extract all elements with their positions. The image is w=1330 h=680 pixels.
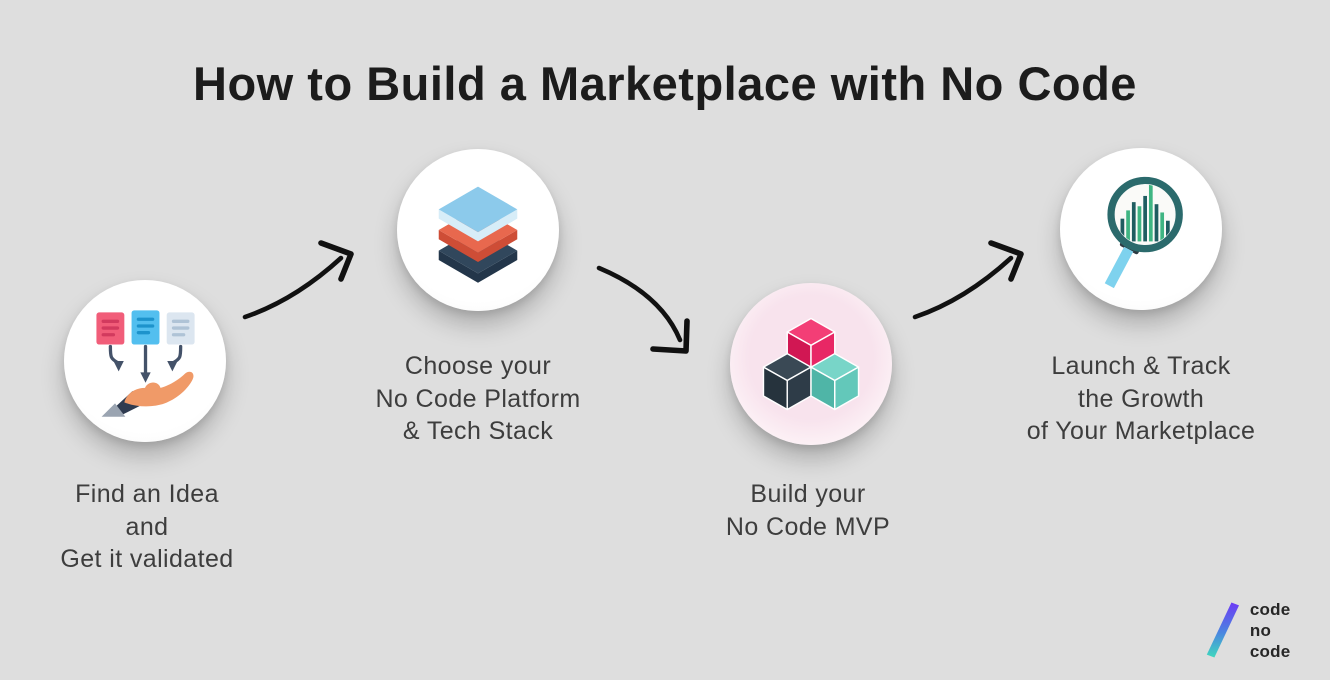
label-line: and (125, 512, 169, 541)
step-4-icon-circle (1060, 148, 1222, 310)
curved-arrow-step1-to-step2 (242, 240, 354, 320)
label-line: Find an Idea (75, 480, 219, 508)
documents-into-hand-icon (96, 310, 195, 417)
navy-cube (762, 352, 812, 411)
logo-line-code: code (1249, 599, 1291, 619)
step-1-icon-circle (64, 280, 226, 442)
label-line: of Your Marketplace (1026, 417, 1256, 445)
label-line: Build your (750, 480, 866, 508)
label-line: Choose your (404, 352, 552, 380)
magnifier-growth-chart-icon (1104, 176, 1183, 289)
step-1-label: Find an Idea and Get it validated (0, 478, 317, 576)
gray-document (166, 312, 195, 345)
blue-document (131, 310, 160, 345)
bar-chart (1120, 184, 1170, 242)
label-line: & Tech Stack (402, 417, 554, 445)
step-3-icon-circle (730, 283, 892, 445)
label-line: Get it validated (60, 545, 234, 573)
logo-line-no-code: no code (1249, 620, 1291, 661)
step-2-label: Choose your No Code Platform & Tech Stac… (308, 350, 648, 448)
logo-wordmark: code no code (1250, 599, 1313, 662)
converging-arrows (108, 344, 183, 383)
open-hand (101, 371, 194, 417)
page-title: How to Build a Marketplace with No Code (193, 57, 1137, 110)
step-4-label: Launch & Track the Growth of Your Market… (971, 350, 1311, 448)
building-blocks-icon (762, 317, 860, 411)
step-3-label: Build your No Code MVP (638, 478, 978, 543)
label-line: No Code MVP (725, 512, 891, 541)
pink-document (96, 312, 125, 345)
brand-logo: code no code (1203, 598, 1313, 662)
label-line: Launch & Track (1051, 352, 1231, 380)
label-line: No Code Platform (375, 384, 581, 413)
gradient-slash-icon (1206, 602, 1240, 658)
curved-arrow-step2-to-step3 (596, 265, 690, 354)
step-2-icon-circle (397, 149, 559, 311)
layer-stack-icon (438, 186, 518, 283)
blue-layer (438, 186, 518, 242)
label-line: the Growth (1077, 384, 1205, 413)
curved-arrow-step3-to-step4 (912, 240, 1024, 320)
teal-cube (810, 352, 860, 411)
